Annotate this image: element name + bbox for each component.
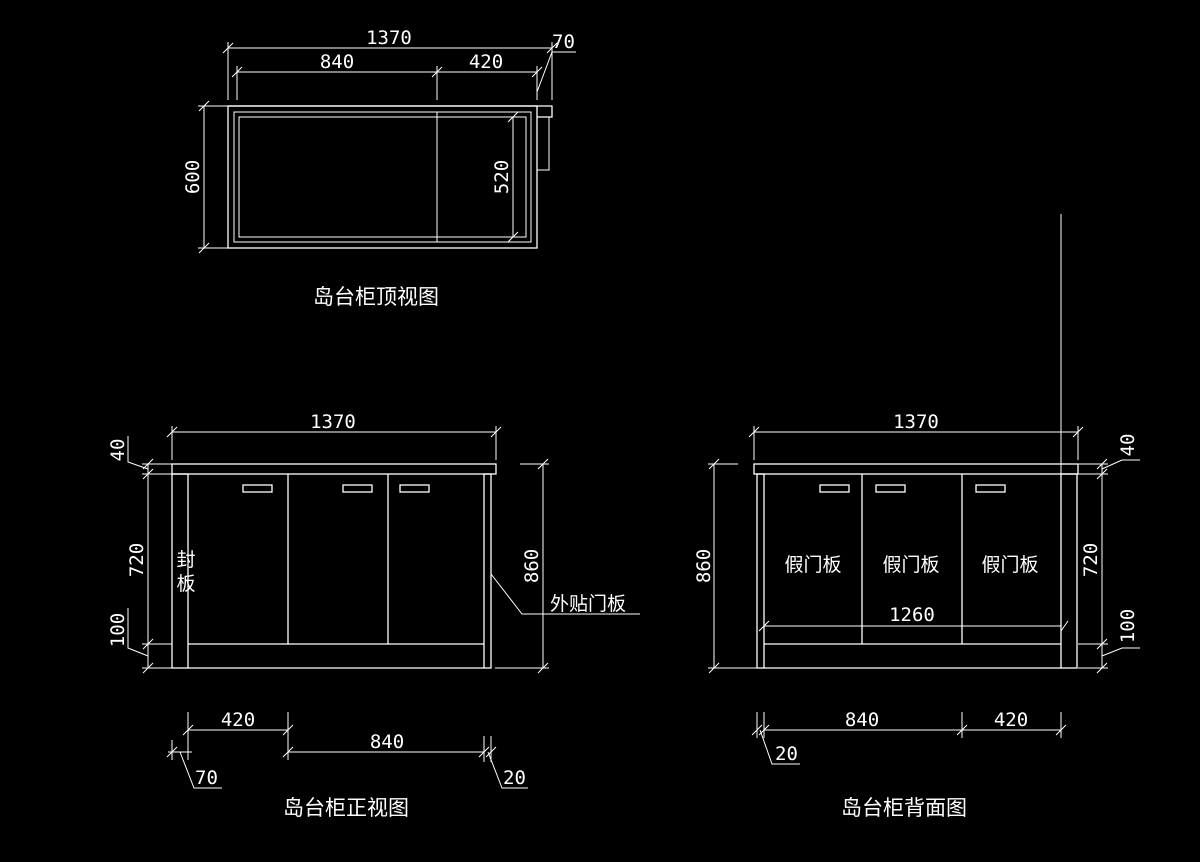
back-dim-top-leader [1101, 459, 1140, 470]
tick [142, 468, 154, 480]
front-dim-height: 860 [521, 549, 543, 583]
top-dim-overhang-leader [536, 51, 576, 93]
tick [1096, 458, 1108, 470]
front-side-panel [171, 473, 189, 669]
back-fake-door-3: 假门板 [981, 554, 1038, 576]
tick [537, 458, 549, 470]
tick [708, 662, 720, 674]
front-dim-top-leader [127, 436, 149, 470]
back-handle [875, 484, 906, 493]
tick [490, 426, 502, 438]
top-dim-inner-depth: 520 [491, 160, 513, 194]
front-dim-left-offset-leader [179, 751, 222, 789]
back-view: 假门板 假门板 假门板 1260 1370 860 40 720 [693, 214, 1140, 820]
front-right-panel [483, 473, 492, 669]
tick [546, 42, 558, 54]
back-dim-body: 720 [1080, 543, 1102, 577]
front-countertop [171, 463, 497, 475]
tick [282, 724, 294, 736]
back-dim-top: 40 [1117, 434, 1139, 457]
front-dim-right-offset-leader [487, 751, 528, 789]
tick [531, 66, 543, 78]
front-handle [242, 484, 273, 493]
back-handle [975, 484, 1006, 493]
front-view-title: 岛台柜正视图 [283, 796, 409, 820]
front-door-note: 外贴门板 [550, 593, 626, 615]
tick [222, 42, 234, 54]
top-dim-overhang: 70 [552, 31, 575, 53]
back-dim-height: 860 [693, 549, 715, 583]
front-dim-total: 1370 [310, 411, 356, 433]
top-dim-depth: 600 [182, 160, 204, 194]
back-dim-left-offset: 20 [775, 743, 798, 765]
front-dim-left-offset: 70 [195, 767, 218, 789]
top-view-title: 岛台柜顶视图 [313, 285, 439, 309]
tick [198, 242, 210, 254]
tick [751, 724, 763, 736]
front-view: 封 板 1370 40 720 100 860 外贴门板 [107, 411, 640, 820]
tick [1072, 426, 1084, 438]
back-dim-bottom-left: 840 [845, 709, 879, 731]
top-view: 1370 840 420 70 600 520 岛台柜顶视图 [182, 27, 576, 309]
front-dim-bottom-right: 840 [370, 731, 404, 753]
top-view-inner-outline-2 [238, 116, 527, 238]
tick [758, 620, 770, 632]
back-dim-total: 1370 [893, 411, 939, 433]
back-fake-door-1: 假门板 [784, 554, 841, 576]
front-dim-body: 720 [126, 543, 148, 577]
tick [142, 662, 154, 674]
top-dim-right: 420 [469, 51, 503, 73]
tick [748, 426, 760, 438]
back-countertop [753, 463, 1079, 475]
top-view-overhang [537, 116, 550, 171]
tick [1055, 724, 1067, 736]
back-handle [819, 484, 850, 493]
tick [537, 662, 549, 674]
tick [431, 66, 443, 78]
top-dim-left: 840 [320, 51, 354, 73]
back-view-title: 岛台柜背面图 [841, 796, 967, 820]
front-door-note-leader [490, 573, 640, 615]
front-dim-top: 40 [107, 439, 129, 462]
tick [478, 746, 490, 758]
tick [1060, 620, 1069, 632]
tick [507, 111, 519, 123]
back-dim-bottom-right: 420 [994, 709, 1028, 731]
front-dim-base: 100 [107, 613, 129, 647]
front-side-panel-label-2: 板 [176, 573, 195, 595]
back-left-panel [756, 473, 765, 669]
tick [485, 746, 497, 758]
back-dim-left-offset-leader [759, 729, 800, 765]
tick [507, 231, 519, 243]
tick [166, 426, 178, 438]
tick [1096, 468, 1108, 480]
front-handle [342, 484, 373, 493]
back-dim-base: 100 [1117, 609, 1139, 643]
back-right-panel [1060, 473, 1078, 669]
tick [142, 638, 154, 650]
tick [198, 100, 210, 112]
top-dim-total: 1370 [366, 27, 412, 49]
tick [1096, 638, 1108, 650]
tick [182, 724, 194, 736]
front-dim-base-leader [127, 608, 149, 657]
back-dim-base-leader [1101, 647, 1140, 657]
tick [166, 746, 178, 758]
front-side-panel-label-1: 封 [176, 549, 195, 571]
tick [282, 746, 294, 758]
top-view-inner-outline [233, 111, 532, 243]
front-dim-bottom-left: 420 [221, 709, 255, 731]
tick [231, 66, 243, 78]
front-handle [399, 484, 430, 493]
tick [708, 458, 720, 470]
front-dim-right-offset: 20 [503, 767, 526, 789]
back-dim-inner: 1260 [889, 604, 935, 626]
tick [1096, 662, 1108, 674]
tick [956, 724, 968, 736]
back-fake-door-2: 假门板 [882, 554, 939, 576]
